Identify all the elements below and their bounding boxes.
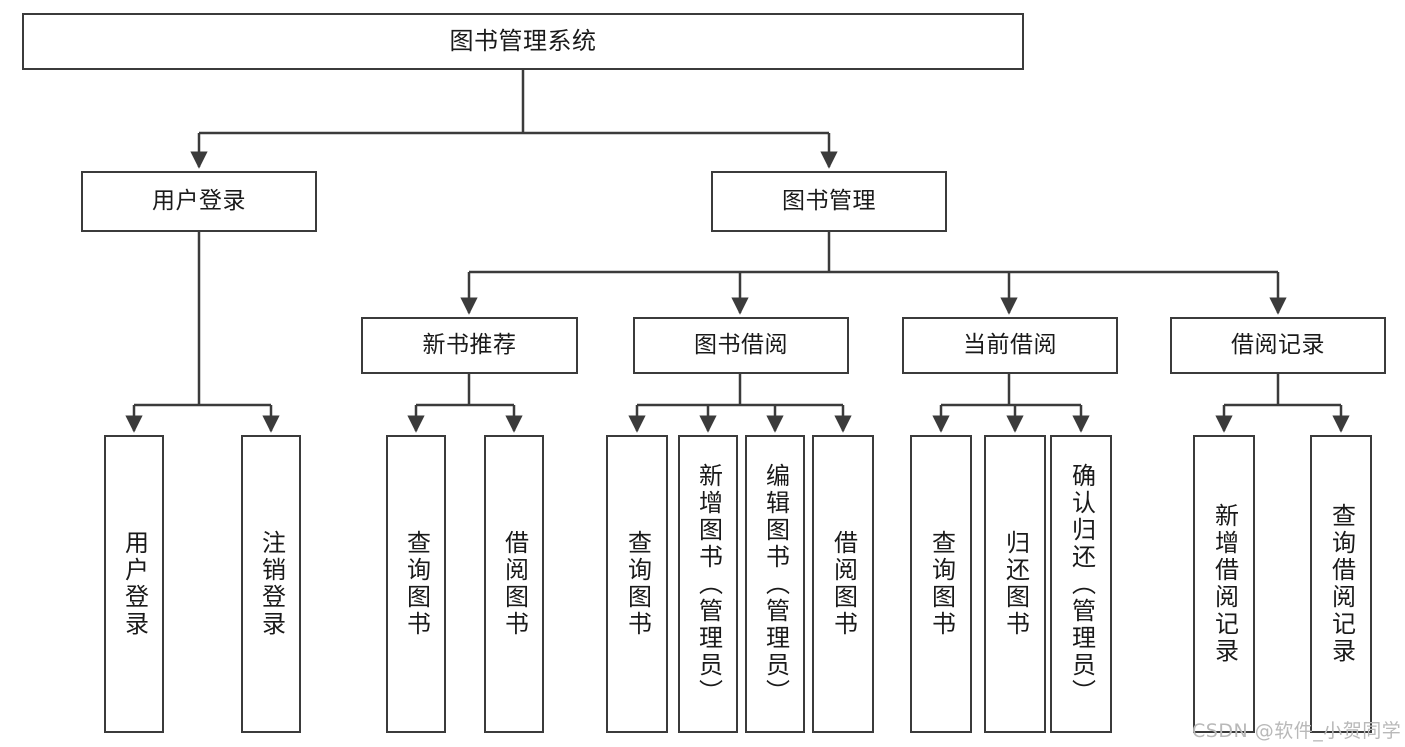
node-root-label: 图书管理系统 [449,27,597,56]
node-new-book-recommend[interactable]: 新书推荐 [361,317,578,374]
node-book-borrow[interactable]: 图书借阅 [633,317,849,374]
leaf-edit-book-admin-label: 编辑图书（管理员） [761,462,790,706]
leaf-add-book-admin-label: 新增图书（管理员） [694,462,723,706]
leaf-confirm-return-admin[interactable]: 确认归还（管理员） [1050,435,1112,733]
leaf-query-book-recommend-label: 查询图书 [402,530,431,638]
leaf-query-book-current-label: 查询图书 [927,530,956,638]
node-borrow-record[interactable]: 借阅记录 [1170,317,1386,374]
node-book-management[interactable]: 图书管理 [711,171,947,232]
leaf-add-borrow-record[interactable]: 新增借阅记录 [1193,435,1255,733]
node-new-book-recommend-label: 新书推荐 [422,331,517,358]
node-root[interactable]: 图书管理系统 [22,13,1024,70]
node-book-borrow-label: 图书借阅 [694,331,788,358]
leaf-confirm-return-admin-label: 确认归还（管理员） [1067,462,1096,706]
leaf-return-book[interactable]: 归还图书 [984,435,1046,733]
leaf-borrow-book-recommend-label: 借阅图书 [500,530,529,638]
leaf-add-book-admin[interactable]: 新增图书（管理员） [678,435,738,733]
leaf-add-borrow-record-label: 新增借阅记录 [1210,503,1239,665]
leaf-query-book-borrow[interactable]: 查询图书 [606,435,668,733]
node-user-login[interactable]: 用户登录 [81,171,317,232]
leaf-logout[interactable]: 注销登录 [241,435,301,733]
node-book-management-label: 图书管理 [782,187,876,214]
node-current-borrow-label: 当前借阅 [963,331,1057,358]
node-current-borrow[interactable]: 当前借阅 [902,317,1118,374]
csdn-watermark: CSDN @软件_小贺同学 [1192,720,1402,742]
leaf-user-login[interactable]: 用户登录 [104,435,164,733]
leaf-query-book-recommend[interactable]: 查询图书 [386,435,446,733]
leaf-query-book-borrow-label: 查询图书 [623,530,652,638]
leaf-borrow-book[interactable]: 借阅图书 [812,435,874,733]
node-borrow-record-label: 借阅记录 [1231,331,1325,358]
leaf-return-book-label: 归还图书 [1001,530,1030,638]
leaf-query-book-current[interactable]: 查询图书 [910,435,972,733]
leaf-edit-book-admin[interactable]: 编辑图书（管理员） [745,435,805,733]
leaf-query-borrow-record-label: 查询借阅记录 [1327,503,1356,665]
leaf-borrow-book-label: 借阅图书 [829,530,858,638]
leaf-user-login-label: 用户登录 [120,530,149,638]
leaf-query-borrow-record[interactable]: 查询借阅记录 [1310,435,1372,733]
leaf-logout-label: 注销登录 [257,530,286,638]
node-user-login-label: 用户登录 [152,187,246,214]
leaf-borrow-book-recommend[interactable]: 借阅图书 [484,435,544,733]
